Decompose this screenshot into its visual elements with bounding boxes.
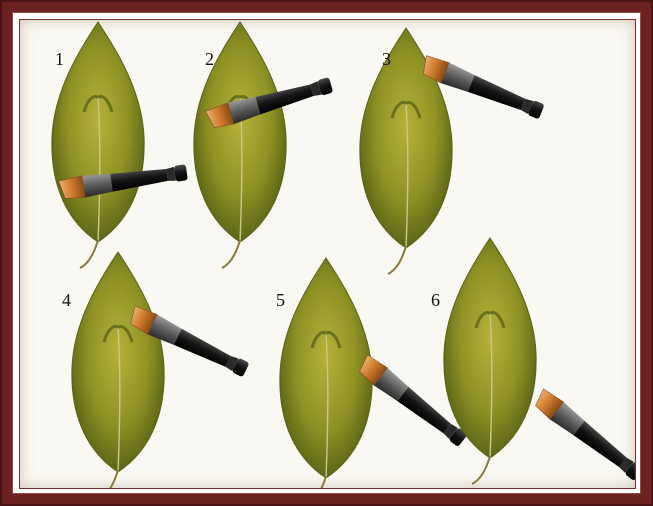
brush-6-icon [531, 387, 635, 483]
step-6-group [444, 238, 635, 484]
step-number-6: 6 [431, 290, 440, 311]
step-2-group [194, 22, 334, 268]
leaf-4-illustration [72, 252, 164, 488]
step-4-group [72, 252, 251, 488]
step-number-4: 4 [62, 290, 71, 311]
step-5-group [280, 258, 470, 488]
illustration-canvas: 1 2 3 4 5 6 [19, 19, 636, 489]
leaf-1-illustration [52, 22, 144, 268]
leaf-brush-steps-illustration [20, 20, 635, 488]
leaf-6-illustration [444, 238, 536, 484]
leaf-5-illustration [280, 258, 372, 488]
step-number-2: 2 [205, 49, 214, 70]
step-number-3: 3 [382, 49, 391, 70]
step-number-5: 5 [276, 290, 285, 311]
step-number-1: 1 [55, 49, 64, 70]
step-1-group [52, 22, 188, 268]
